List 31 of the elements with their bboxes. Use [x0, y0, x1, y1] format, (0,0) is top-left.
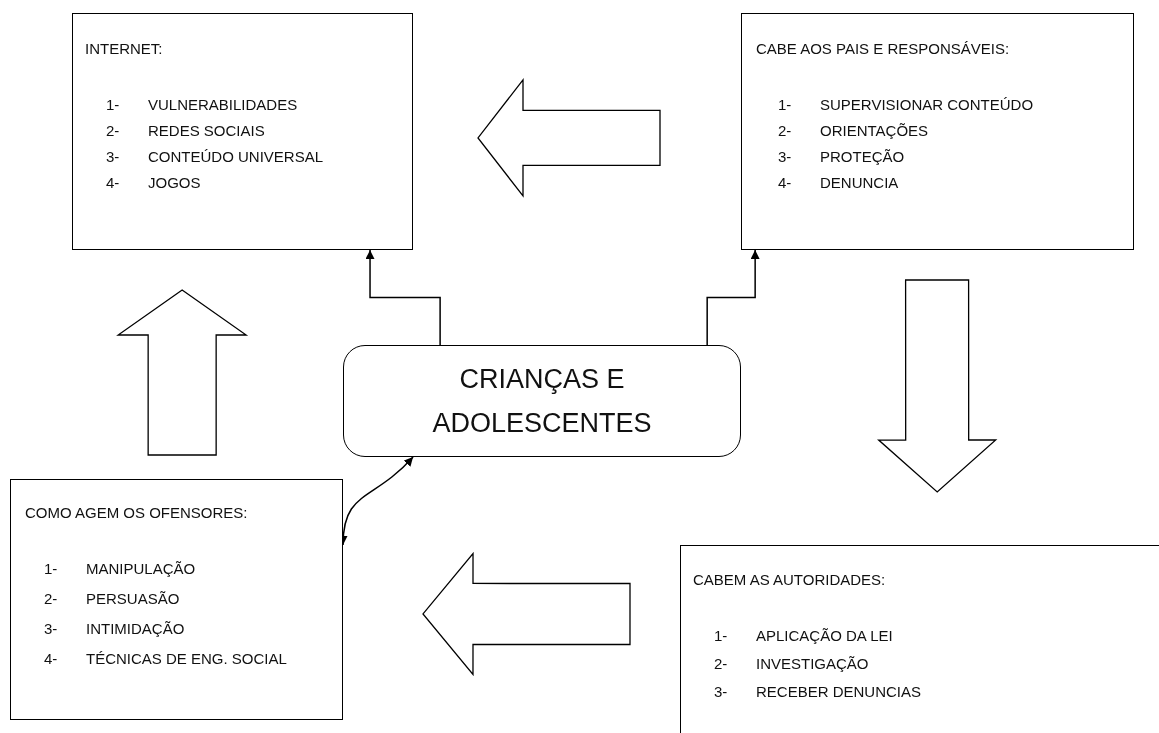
- block-arrow: [877, 279, 998, 493]
- block-arrow: [422, 551, 631, 677]
- block-arrow: [116, 289, 249, 456]
- heading: INTERNET:: [85, 39, 163, 59]
- text-box: [680, 545, 1159, 733]
- list-item: 1- SUPERVISIONAR CONTEÚDO: [778, 95, 1035, 115]
- heading: CABE AOS PAIS E RESPONSÁVEIS:: [756, 39, 1010, 59]
- list-item: 3- RECEBER DENUNCIAS: [714, 682, 923, 702]
- list-item: 1- APLICAÇÃO DA LEI: [714, 626, 894, 646]
- arrow: [706, 249, 760, 346]
- list-item: 4- DENUNCIA: [778, 173, 900, 193]
- text-box: [10, 479, 343, 720]
- list-item: 4- TÉCNICAS DE ENG. SOCIAL: [44, 649, 288, 669]
- heading: CABEM AS AUTORIDADES:: [693, 570, 886, 590]
- list-item: 2- REDES SOCIAIS: [106, 121, 266, 141]
- list-item: 3- CONTEÚDO UNIVERSAL: [106, 147, 325, 167]
- list-item: 4- JOGOS: [106, 173, 202, 193]
- title-text: CRIANÇAS E ADOLESCENTES: [431, 363, 653, 440]
- list-item: 2- PERSUASÃO: [44, 589, 181, 609]
- list-item: 3- INTIMIDAÇÃO: [44, 619, 186, 639]
- heading: COMO AGEM OS OFENSORES:: [25, 503, 248, 523]
- list-item: 3- PROTEÇÃO: [778, 147, 906, 167]
- list-item: 2- INVESTIGAÇÃO: [714, 654, 870, 674]
- list-item: 1- VULNERABILIDADES: [106, 95, 299, 115]
- list-item: 2- ORIENTAÇÕES: [778, 121, 930, 141]
- list-item: 1- MANIPULAÇÃO: [44, 559, 197, 579]
- text-box: [741, 13, 1134, 250]
- block-arrow: [477, 78, 661, 198]
- arrow: [365, 249, 441, 346]
- text-box: [72, 13, 413, 250]
- rounded-box: [343, 345, 741, 457]
